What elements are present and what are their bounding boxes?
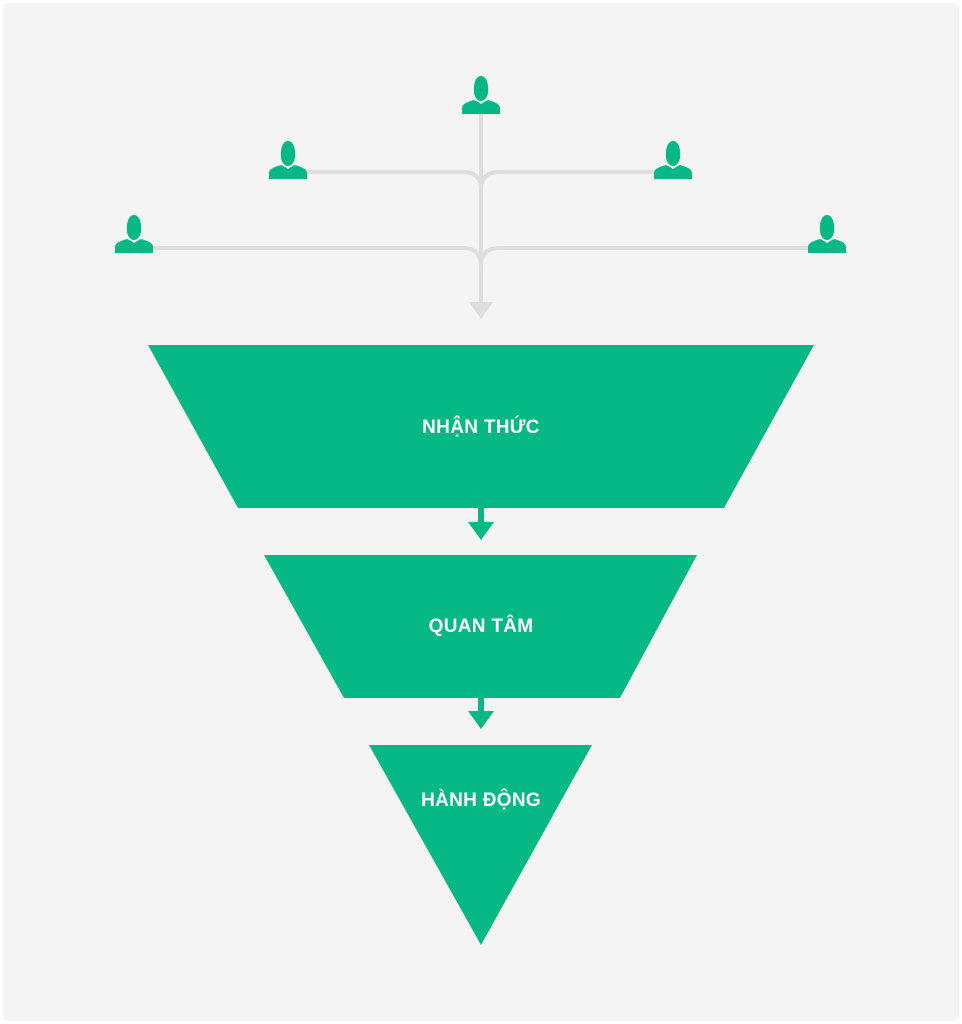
connector-low-right [479, 246, 810, 268]
person-icon [269, 141, 307, 179]
connector-mid-left [303, 170, 483, 192]
connector-low-left [150, 246, 483, 268]
person-icon [462, 76, 500, 114]
stage-label-awareness: NHẬN THỨC [422, 417, 540, 438]
stage-arrow-1 [468, 508, 494, 540]
connector-mid-right [479, 170, 656, 192]
funnel-stage-interest [264, 555, 697, 698]
stage-arrow-2 [468, 698, 494, 729]
funnel-stage-action [369, 745, 592, 945]
stage-label-action: HÀNH ĐỘNG [421, 790, 541, 811]
connector-arrowhead [469, 302, 493, 319]
person-icon [654, 141, 692, 179]
stage-label-interest: QUAN TÂM [428, 616, 534, 637]
funnel-stage-awareness [148, 345, 814, 508]
connector-lines [150, 110, 810, 302]
person-icon [115, 215, 153, 253]
person-icon [808, 215, 846, 253]
